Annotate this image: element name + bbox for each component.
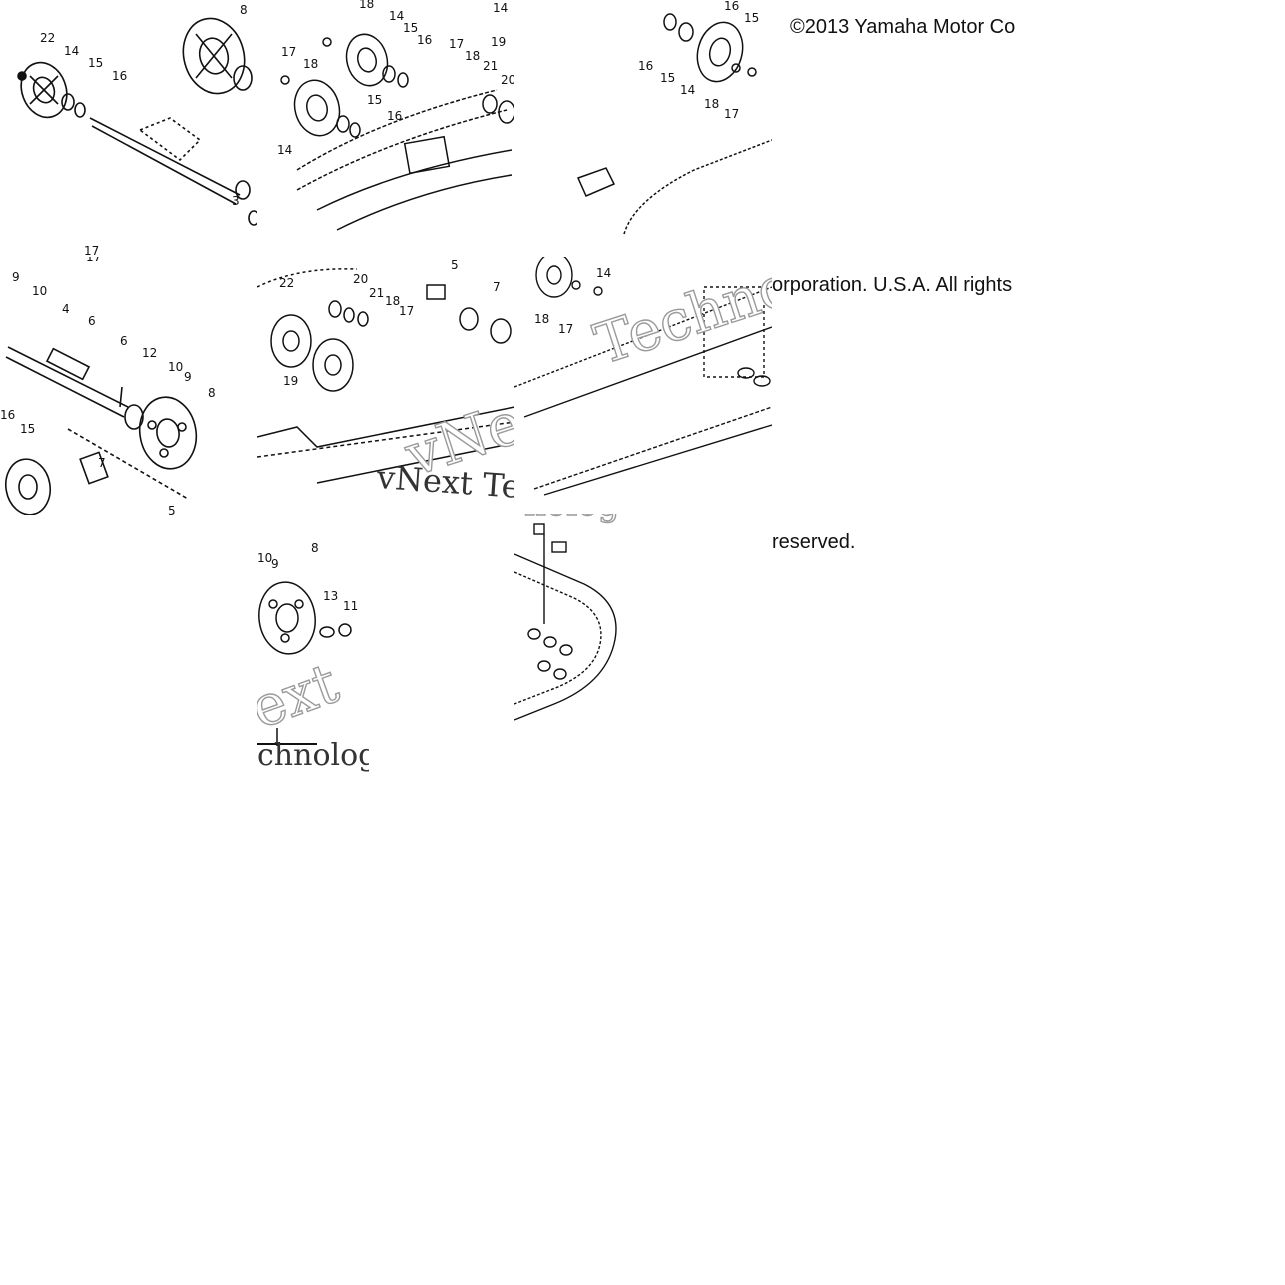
svg-text:8: 8 [208, 386, 216, 400]
svg-text:16: 16 [724, 0, 739, 13]
svg-text:10: 10 [32, 284, 47, 298]
svg-text:14: 14 [493, 1, 508, 15]
svg-text:9: 9 [12, 270, 20, 284]
diagram-parts-drawing [514, 523, 617, 721]
svg-text:8: 8 [311, 541, 319, 555]
svg-text:15: 15 [367, 93, 382, 107]
svg-text:17: 17 [558, 322, 573, 336]
diagram-parts-drawing: 14 18 17 [514, 257, 772, 496]
svg-text:18: 18 [303, 57, 318, 71]
svg-text:8: 8 [240, 3, 248, 17]
svg-text:7: 7 [98, 456, 106, 470]
svg-text:14: 14 [277, 143, 292, 157]
svg-text:9: 9 [271, 557, 279, 571]
svg-text:14: 14 [680, 83, 695, 97]
diagram-tile-idler-wheel: 16 15 14 18 17 16 15 [514, 0, 772, 258]
svg-text:10: 10 [168, 360, 183, 374]
diagram-parts-drawing: 109 8 13 11 [257, 541, 358, 746]
svg-text:14: 14 [596, 266, 611, 280]
callout-number: 22 [40, 31, 55, 45]
svg-text:19: 19 [283, 374, 298, 388]
svg-text:12: 12 [142, 346, 157, 360]
svg-text:7: 7 [493, 280, 501, 294]
svg-text:20: 20 [501, 73, 515, 87]
svg-text:15: 15 [88, 56, 103, 70]
svg-text:17: 17 [449, 37, 464, 51]
svg-text:18: 18 [465, 49, 480, 63]
svg-text:19: 19 [491, 35, 506, 49]
svg-text:13: 13 [323, 589, 338, 603]
diagram-parts-drawing: 16 15 14 18 17 16 15 [576, 0, 772, 235]
svg-text:21: 21 [369, 286, 384, 300]
copyright-line-2: orporation. U.S.A. All rights [772, 274, 1013, 296]
watermark-fragment: chnolog [257, 738, 369, 773]
svg-text:18: 18 [704, 97, 719, 111]
svg-text:16: 16 [638, 59, 653, 73]
svg-text:16: 16 [417, 33, 432, 47]
svg-text:15: 15 [403, 21, 418, 35]
svg-text:18: 18 [359, 0, 374, 11]
svg-text:17: 17 [724, 107, 739, 121]
svg-text:21: 21 [483, 59, 498, 73]
svg-text:6: 6 [120, 334, 128, 348]
diagram-parts-drawing: 910 46 612 109 816 157 517 [0, 257, 216, 515]
svg-text:14: 14 [64, 44, 79, 58]
svg-text:15: 15 [660, 71, 675, 85]
svg-text:11: 11 [343, 599, 358, 613]
svg-text:18: 18 [534, 312, 549, 326]
svg-text:3: 3 [232, 194, 240, 208]
svg-text:5: 5 [168, 504, 176, 515]
svg-text:16: 16 [112, 69, 127, 83]
svg-text:16: 16 [0, 408, 15, 422]
svg-text:17: 17 [86, 257, 101, 264]
svg-text:15: 15 [744, 11, 759, 25]
svg-text:5: 5 [451, 258, 459, 272]
svg-text:20: 20 [353, 272, 368, 286]
svg-text:9: 9 [184, 370, 192, 384]
copyright-line-1: ©2013 Yamaha Motor Co [790, 16, 1016, 38]
svg-text:17: 17 [399, 304, 414, 318]
diagram-tile-track-end: nolog [514, 514, 626, 726]
svg-text:14: 14 [389, 9, 404, 23]
svg-text:4: 4 [62, 302, 70, 316]
diagram-tile-rear-wheels: 22 14 15 16 8 3 17 [0, 0, 258, 258]
svg-text:6: 6 [88, 314, 96, 328]
copyright-line-3: reserved. [772, 531, 856, 553]
svg-text:15: 15 [20, 422, 35, 436]
svg-text:16: 16 [387, 109, 402, 123]
svg-text:17: 17 [281, 45, 296, 59]
svg-text:18: 18 [385, 294, 400, 308]
diagram-parts-drawing: 22 14 15 16 8 3 17 [17, 3, 258, 258]
svg-text:10: 10 [257, 551, 272, 565]
svg-text:22: 22 [279, 276, 294, 290]
svg-text:17: 17 [84, 244, 99, 258]
